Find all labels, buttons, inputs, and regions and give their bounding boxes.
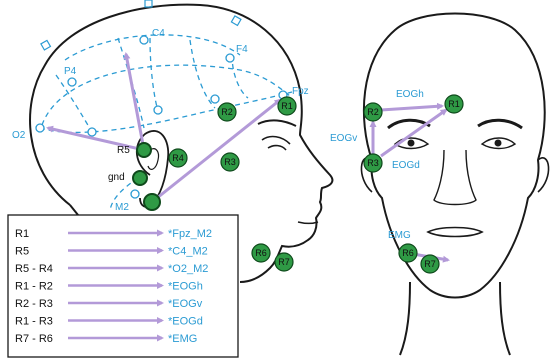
- arrow-eogh: [381, 106, 442, 110]
- label-fpz: Fpz: [292, 86, 309, 97]
- face-pupil-left: [408, 140, 415, 147]
- svg-text:R2: R2: [367, 107, 379, 117]
- label-eogd: EOGd: [392, 160, 420, 171]
- face-mouth: [428, 228, 482, 237]
- legend-row-left: R5 - R4: [15, 263, 53, 275]
- svg-text:R4: R4: [172, 153, 184, 163]
- f4-site: [226, 54, 234, 62]
- svg-text:R3: R3: [224, 157, 236, 167]
- r5-electrode: [137, 143, 151, 157]
- label-o2: O2: [12, 130, 26, 141]
- gnd-electrode: [133, 171, 147, 185]
- label-eogh: EOGh: [396, 89, 424, 100]
- face-electrode-r3: R3: [364, 154, 382, 172]
- face-electrode-r2: R2: [364, 103, 382, 121]
- legend-row-right: *Fpz_M2: [168, 228, 212, 240]
- face-outline: [364, 14, 545, 298]
- legend-row-right: *EOGh: [168, 281, 203, 293]
- side-electrode-r3: R3: [221, 153, 239, 171]
- svg-text:R7: R7: [278, 257, 290, 267]
- legend-row-right: *C4_M2: [168, 246, 208, 258]
- side-brow: [258, 120, 296, 126]
- c4-site: [140, 36, 148, 44]
- label-f4: F4: [236, 44, 248, 55]
- face-electrode-r1: R1: [445, 95, 463, 113]
- label-emg: EMG: [388, 230, 411, 241]
- legend-row-left: R1: [15, 228, 29, 240]
- front-face: EOGh EOGv EOGd EMG R1 R2 R3 R6: [330, 14, 549, 356]
- svg-text:R3: R3: [367, 158, 379, 168]
- label-p4: P4: [64, 66, 77, 77]
- legend-row-left: R1 - R3: [15, 316, 53, 328]
- side-electrode-r7: R7: [275, 253, 293, 271]
- mid-site-3: [211, 95, 219, 103]
- face-pupil-right: [495, 140, 502, 147]
- legend-row-left: R7 - R6: [15, 333, 53, 345]
- side-eye: [262, 137, 290, 150]
- svg-text:R7: R7: [424, 259, 436, 269]
- m2-site: [131, 190, 139, 198]
- p4-site: [68, 78, 76, 86]
- legend-row-left: R5: [15, 246, 29, 258]
- face-electrode-r6: R6: [399, 244, 417, 262]
- grid-marker-3: [231, 16, 241, 26]
- o2-site: [36, 124, 44, 132]
- face-electrode-r7: R7: [421, 255, 439, 273]
- face-nose: [434, 150, 476, 205]
- label-gnd: gnd: [108, 172, 125, 183]
- side-electrode-r6: R6: [252, 244, 270, 262]
- legend-row-right: *EOGd: [168, 316, 203, 328]
- legend-row-right: *O2_M2: [168, 263, 208, 275]
- grid-marker-1: [41, 40, 51, 50]
- label-eogv: EOGv: [330, 133, 357, 144]
- side-electrode-r2: R2: [218, 103, 236, 121]
- mid-site-1: [88, 128, 96, 136]
- svg-text:R2: R2: [221, 107, 233, 117]
- side-electrode-r4: R4: [169, 149, 187, 167]
- legend-row-right: *EOGv: [168, 298, 203, 310]
- side-mouth: [298, 222, 318, 224]
- svg-text:R6: R6: [402, 248, 414, 258]
- svg-text:R1: R1: [448, 99, 460, 109]
- face-neck: [400, 282, 510, 355]
- arrow-to-fpz: [152, 100, 280, 202]
- ref-electrode: [144, 194, 160, 210]
- svg-text:R1: R1: [281, 101, 293, 111]
- mid-site-2: [154, 106, 162, 114]
- ear-electrodes: [133, 143, 160, 210]
- legend-row-left: R2 - R3: [15, 298, 53, 310]
- label-r5: R5: [117, 145, 130, 156]
- face-brow-right: [478, 120, 522, 128]
- grid-marker-2: [145, 0, 152, 7]
- label-c4: C4: [152, 28, 165, 39]
- svg-text:R6: R6: [255, 248, 267, 258]
- legend-row-right: *EMG: [168, 333, 197, 345]
- grid-circles: [36, 36, 287, 198]
- legend-row-left: R1 - R2: [15, 281, 53, 293]
- label-m2: M2: [115, 202, 129, 213]
- face-ear-right: [538, 158, 549, 192]
- side-electrode-r1: R1: [278, 97, 296, 115]
